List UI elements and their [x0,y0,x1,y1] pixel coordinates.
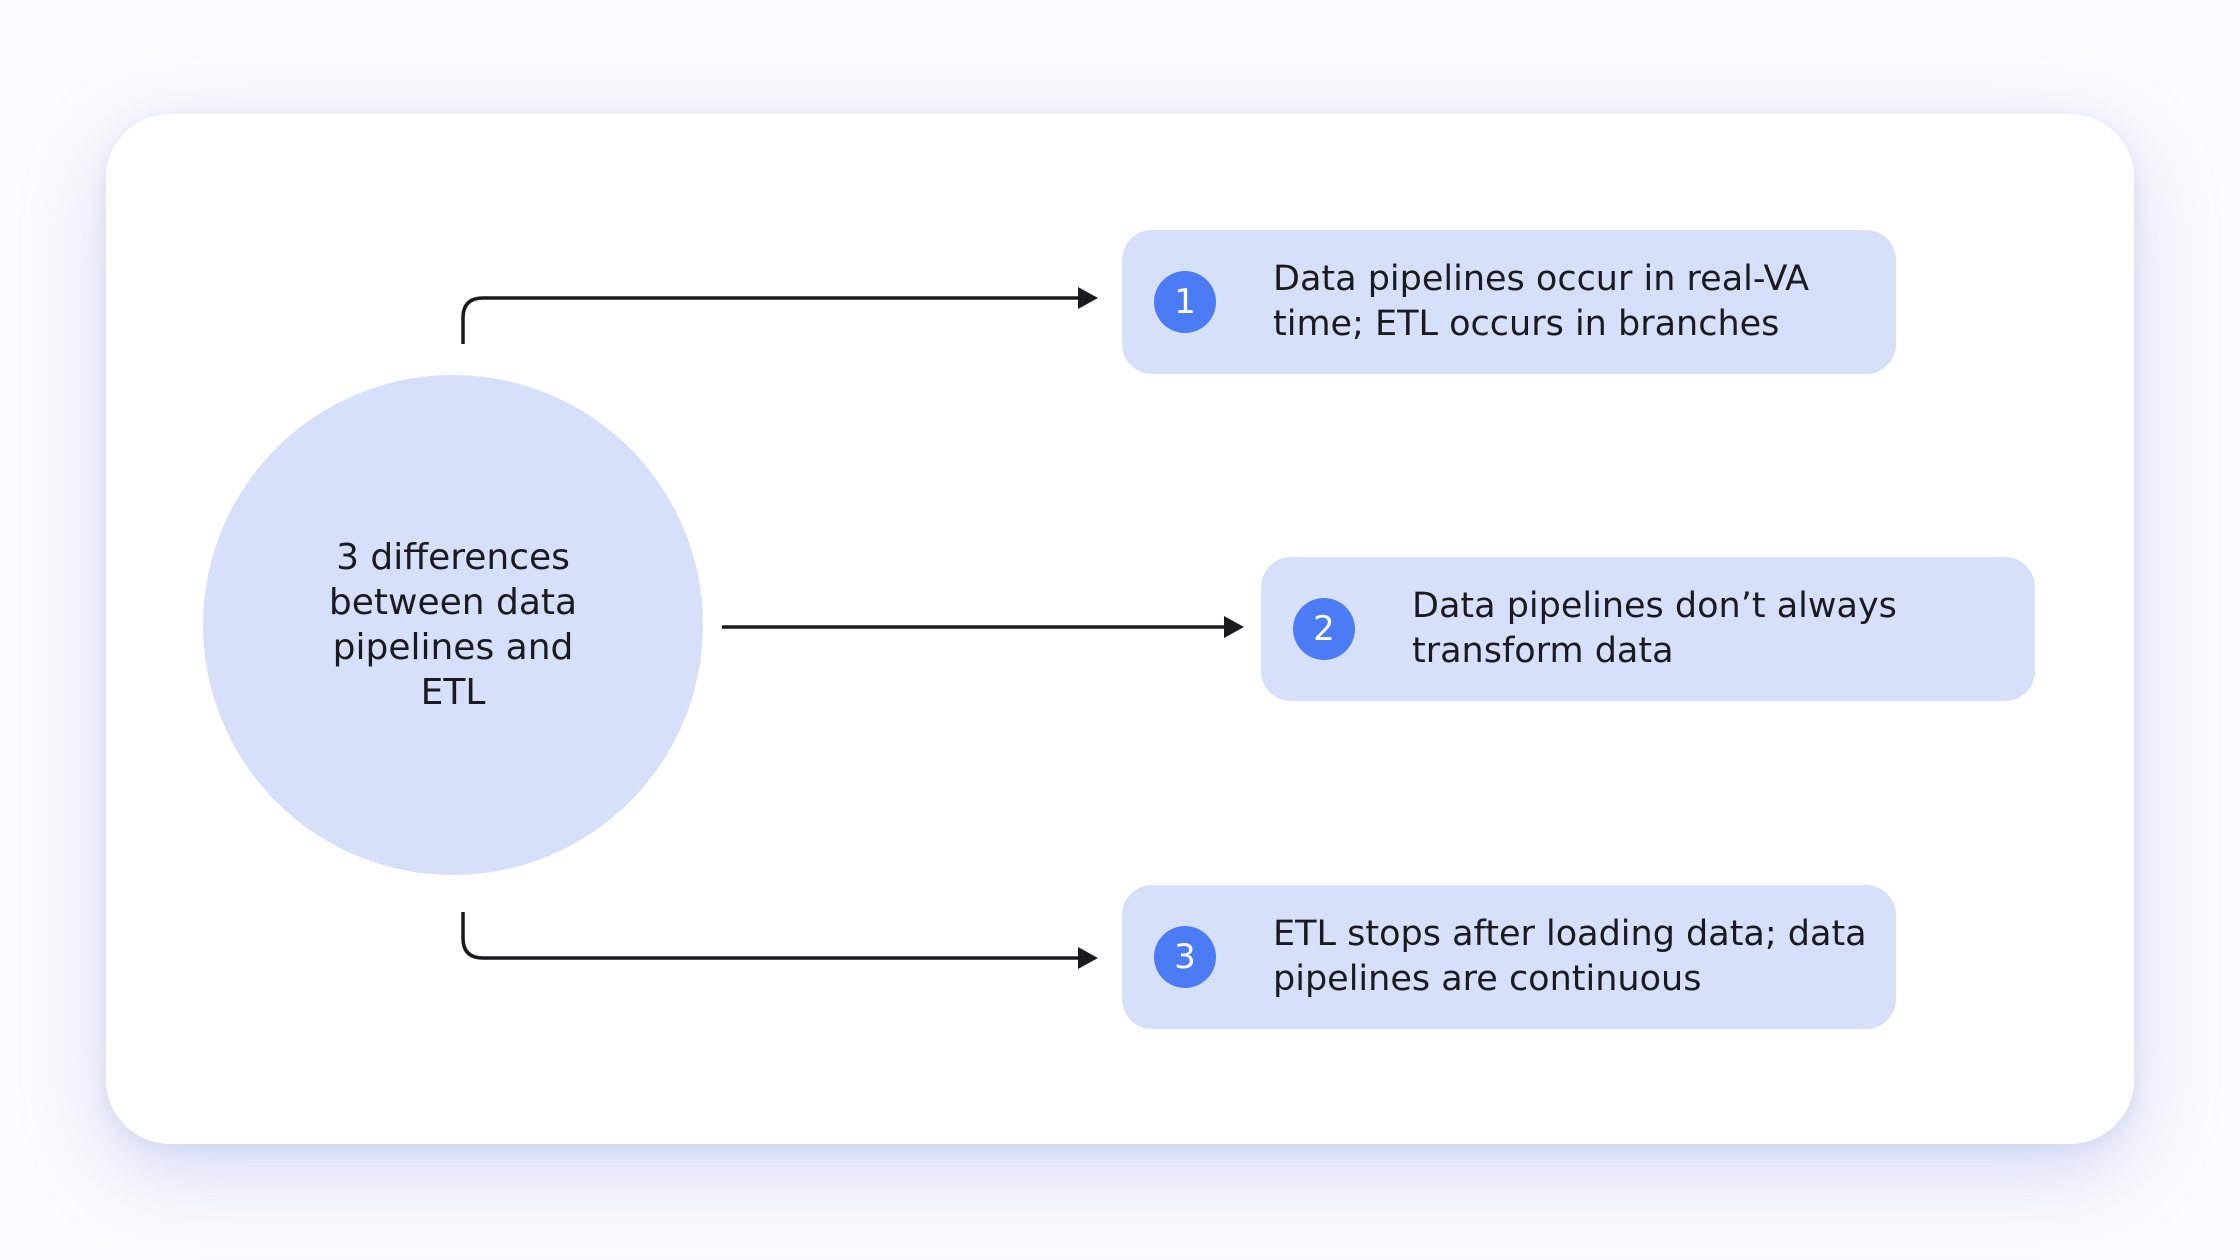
difference-text-2: Data pipelines don’t always transform da… [1412,586,1897,671]
number-badge-1: 1 [1154,271,1216,333]
arrowhead-2 [1224,616,1244,638]
arrowhead-1 [1078,287,1098,309]
center-topic-label: 3 differences between data pipelines and… [328,537,578,713]
arrowhead-3 [1078,947,1098,969]
center-topic-circle: 3 differences between data pipelines and… [203,375,703,875]
number-badge-3: 3 [1154,926,1216,988]
arrow-to-item-1 [461,296,1092,344]
difference-item-2: 2 Data pipelines don’t always transform … [1261,557,2035,701]
arrow-to-item-3 [461,912,1092,960]
difference-text-3: ETL stops after loading data; data pipel… [1273,914,1867,999]
difference-text-1: Data pipelines occur in real-VA time; ET… [1273,259,1810,344]
difference-item-1: 1 Data pipelines occur in real-VA time; … [1122,230,1896,374]
difference-item-3: 3 ETL stops after loading data; data pip… [1122,885,1896,1029]
number-badge-2: 2 [1293,598,1355,660]
